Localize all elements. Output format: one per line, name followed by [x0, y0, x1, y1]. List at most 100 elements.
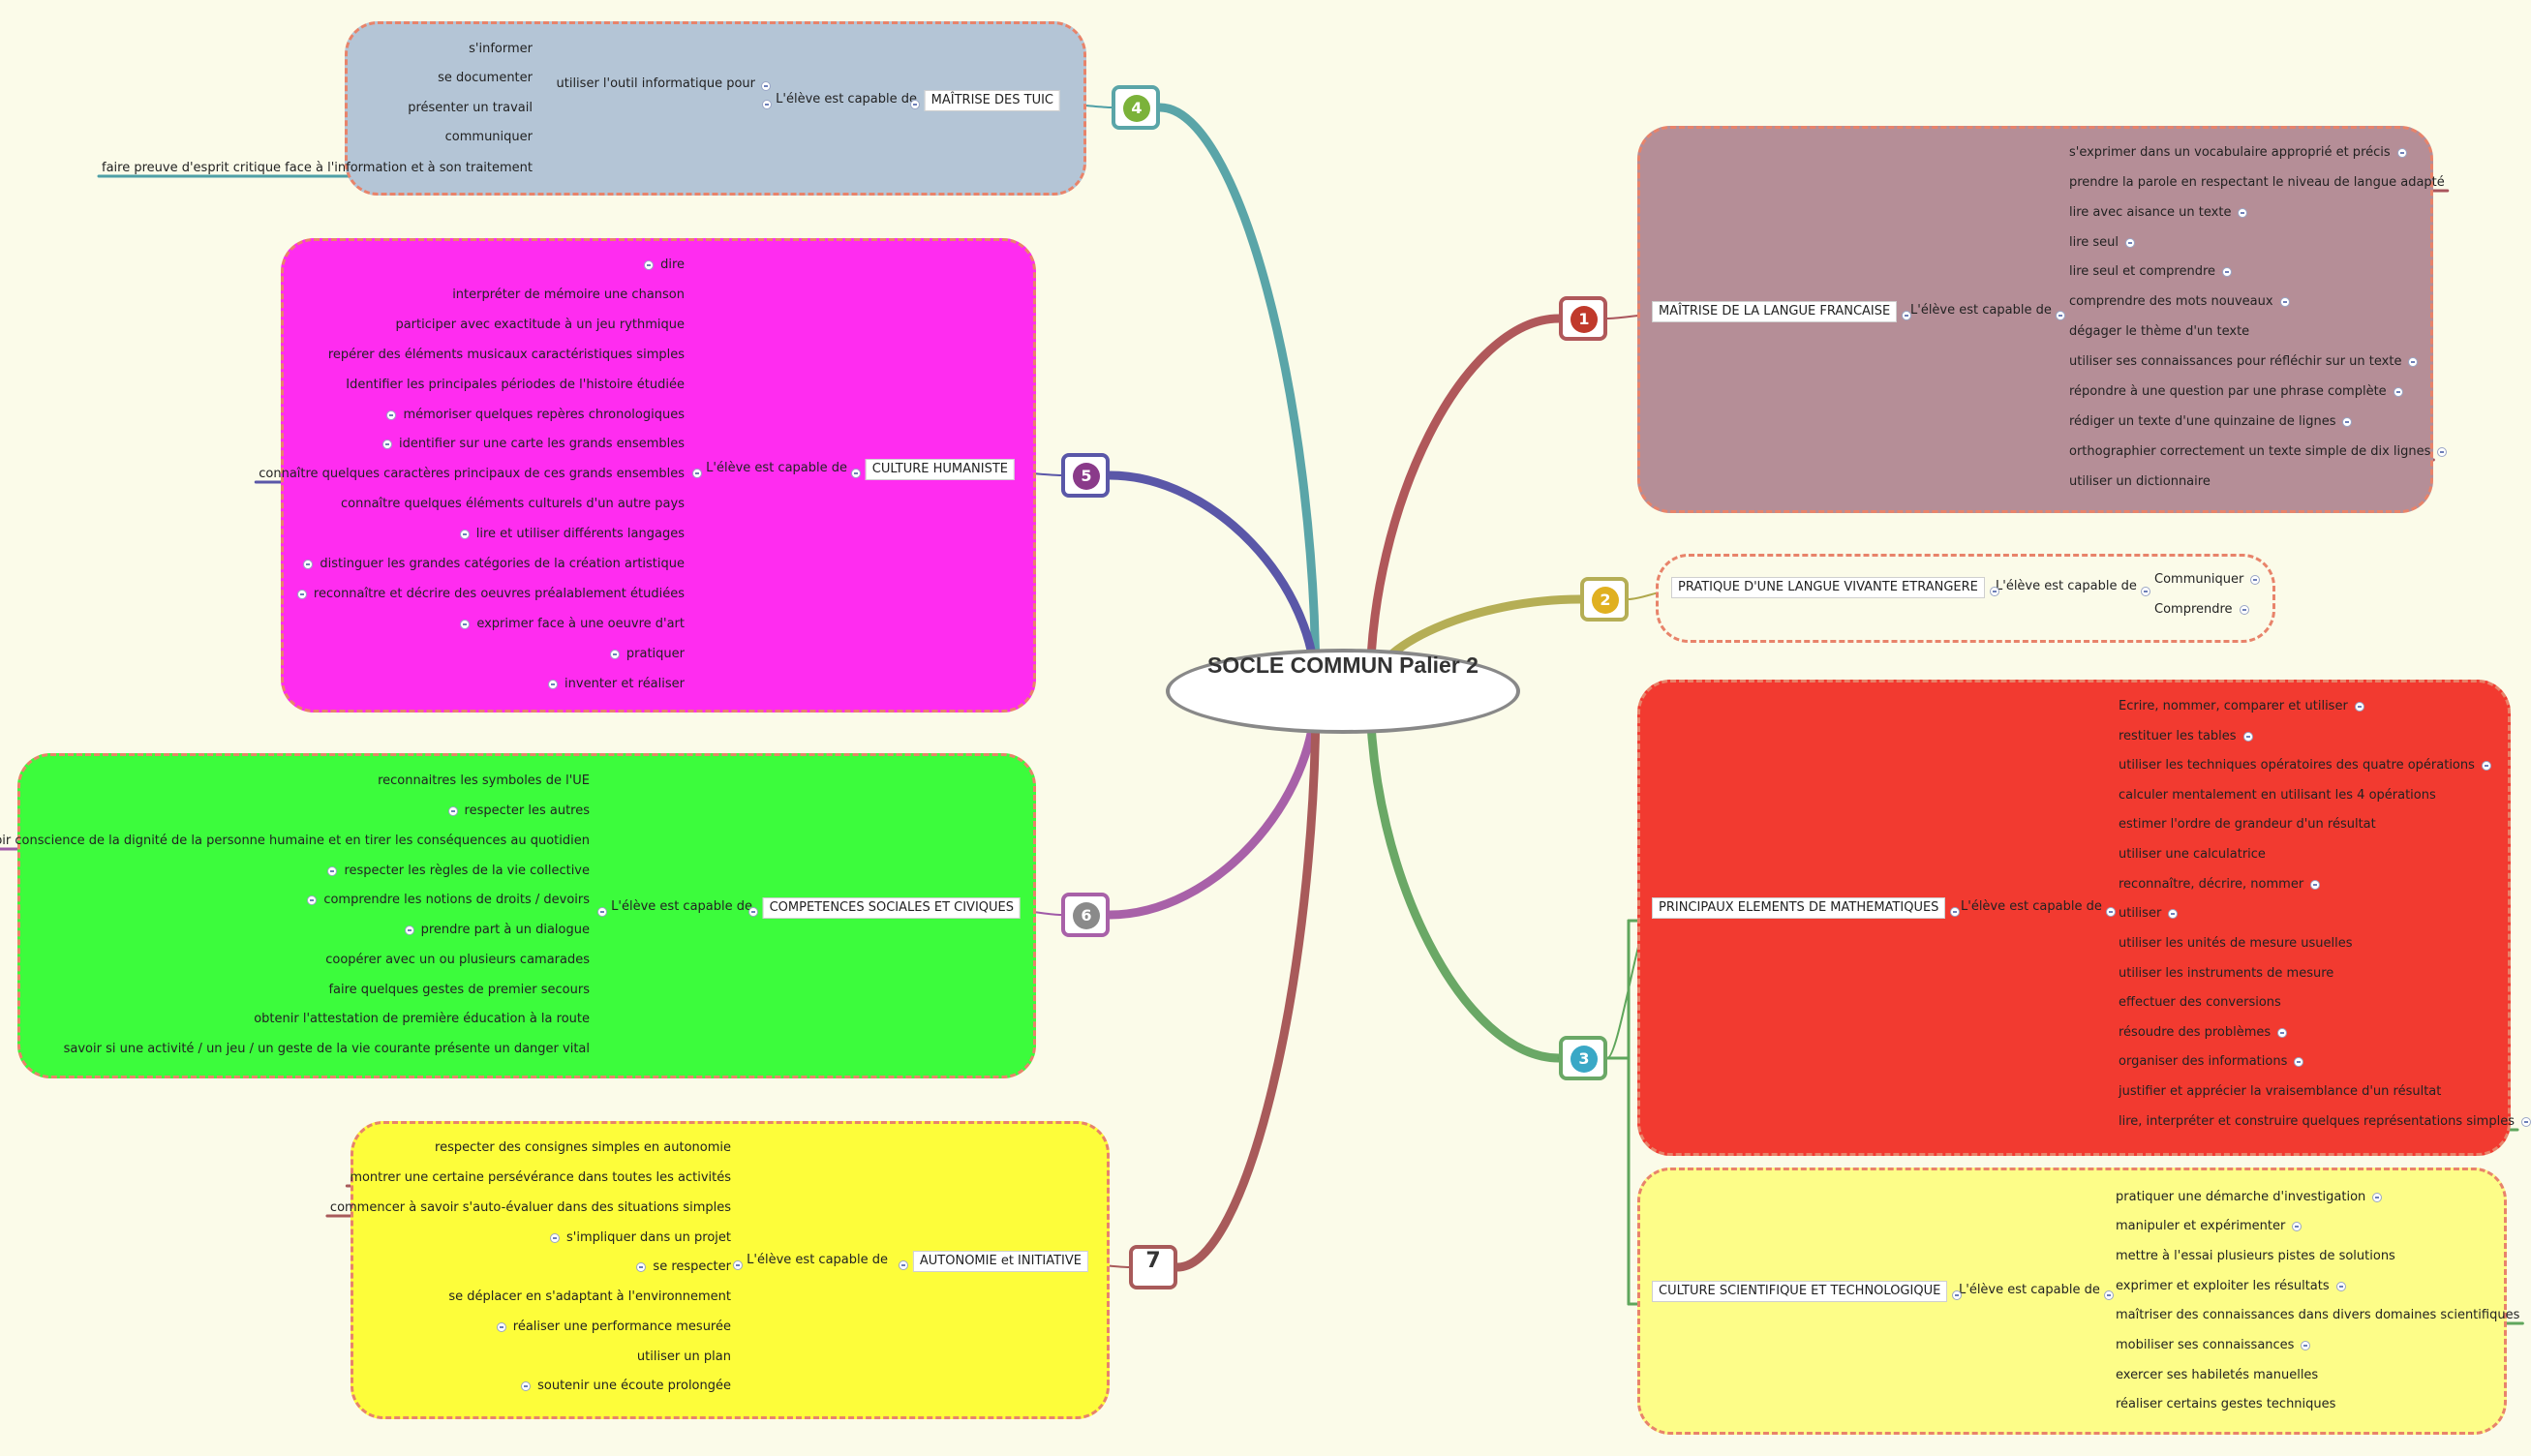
expand-marker[interactable]: [460, 620, 471, 629]
expand-marker[interactable]: [2335, 1282, 2346, 1291]
expand-marker[interactable]: [2125, 238, 2136, 248]
collapse-marker[interactable]: [2055, 311, 2065, 320]
collapse-marker[interactable]: [1902, 311, 1912, 320]
badge-civiques[interactable]: 6: [1061, 893, 1110, 937]
item-text[interactable]: mémoriser quelques repères chronologique…: [403, 408, 685, 422]
item-text[interactable]: dégager le thème d'un texte: [2069, 324, 2250, 339]
expand-marker[interactable]: [459, 530, 470, 539]
badge-langue[interactable]: 2: [1580, 577, 1629, 622]
expand-marker[interactable]: [2342, 417, 2353, 427]
sub-item-text[interactable]: communiquer: [444, 130, 533, 144]
collapse-marker[interactable]: [733, 1260, 744, 1270]
collapse-marker[interactable]: [850, 469, 861, 478]
collapse-marker[interactable]: [2140, 587, 2150, 596]
item-text[interactable]: identifier sur une carte les grands ense…: [398, 437, 685, 451]
item-text[interactable]: utiliser une calculatrice: [2119, 847, 2266, 862]
item-text[interactable]: prendre part à un dialogue: [420, 923, 590, 937]
collapse-marker[interactable]: [762, 100, 773, 109]
item-text[interactable]: respecter les autres: [464, 804, 590, 818]
expand-marker[interactable]: [381, 440, 392, 449]
item-text[interactable]: Comprendre: [2154, 602, 2233, 617]
item-text[interactable]: respecter les règles de la vie collectiv…: [344, 864, 590, 878]
item-text[interactable]: se déplacer en s'adaptant à l'environnem…: [448, 1289, 731, 1304]
expand-marker[interactable]: [2396, 148, 2407, 158]
badge-tuic[interactable]: 4: [1112, 85, 1160, 130]
expand-marker[interactable]: [2168, 909, 2179, 919]
expand-marker[interactable]: [2250, 575, 2261, 585]
expand-marker[interactable]: [2242, 732, 2253, 742]
item-text[interactable]: utiliser les techniques opératoires des …: [2119, 758, 2475, 773]
topic-label-langue[interactable]: PRATIQUE D'UNE LANGUE VIVANTE ETRANGERE: [1671, 577, 1985, 598]
item-text[interactable]: calculer mentalement en utilisant les 4 …: [2119, 788, 2436, 803]
expand-marker[interactable]: [2239, 605, 2249, 615]
item-text[interactable]: utiliser: [2119, 906, 2162, 921]
collapse-marker[interactable]: [597, 907, 608, 917]
topic-label-humaniste[interactable]: CULTURE HUMANISTE: [865, 459, 1015, 480]
sub-topic-label[interactable]: utiliser l'outil informatique pour: [556, 76, 756, 91]
badge-autonomie[interactable]: 7: [1129, 1245, 1177, 1289]
central-topic[interactable]: SOCLE COMMUN Palier 2: [1166, 649, 1520, 734]
item-text[interactable]: respecter des consignes simples en auton…: [435, 1140, 731, 1155]
expand-marker[interactable]: [548, 680, 559, 689]
item-text[interactable]: utiliser les instruments de mesure: [2119, 966, 2334, 981]
item-text[interactable]: soutenir une écoute prolongée: [537, 1379, 731, 1393]
item-text[interactable]: reconnaitres les symboles de l'UE: [378, 774, 590, 788]
item-text[interactable]: commencer à savoir s'auto-évaluer dans d…: [329, 1200, 731, 1215]
collapse-marker[interactable]: [1952, 1290, 1963, 1300]
badge-humaniste[interactable]: 5: [1061, 453, 1110, 498]
item-text[interactable]: réaliser certains gestes techniques: [2116, 1397, 2336, 1411]
expand-marker[interactable]: [2393, 387, 2403, 397]
expand-marker[interactable]: [2301, 1341, 2311, 1350]
collapse-marker[interactable]: [1989, 587, 1999, 596]
item-text[interactable]: lire, interpréter et construire quelques…: [2119, 1114, 2515, 1129]
expand-marker[interactable]: [2294, 1057, 2304, 1067]
item-text[interactable]: repérer des éléments musicaux caractéris…: [327, 348, 685, 362]
collapse-marker[interactable]: [747, 907, 758, 917]
item-text[interactable]: lire seul: [2069, 235, 2119, 250]
item-text[interactable]: justifier et apprécier la vraisemblance …: [2119, 1084, 2442, 1099]
item-text[interactable]: comprendre des mots nouveaux: [2069, 294, 2273, 309]
item-text[interactable]: reconnaître et décrire des oeuvres préal…: [313, 587, 685, 601]
item-text[interactable]: lire avec aisance un texte: [2069, 205, 2232, 220]
item-text[interactable]: mettre à l'essai plusieurs pistes de sol…: [2116, 1249, 2395, 1263]
item-text[interactable]: faire preuve d'esprit critique face à l'…: [102, 161, 533, 175]
item-text[interactable]: comprendre les notions de droits / devoi…: [323, 893, 590, 907]
expand-marker[interactable]: [296, 590, 307, 599]
collapse-marker[interactable]: [909, 100, 920, 109]
item-text[interactable]: exprimer et exploiter les résultats: [2116, 1279, 2330, 1293]
topic-label-francais[interactable]: MAÎTRISE DE LA LANGUE FRANCAISE: [1652, 301, 1898, 322]
expand-marker[interactable]: [2520, 1117, 2531, 1127]
item-text[interactable]: pratiquer une démarche d'investigation: [2116, 1190, 2366, 1204]
item-text[interactable]: connaître quelques éléments culturels d'…: [341, 497, 685, 511]
item-text[interactable]: Identifier les principales périodes de l…: [346, 378, 685, 392]
item-text[interactable]: s'exprimer dans un vocabulaire approprié…: [2069, 145, 2391, 160]
expand-marker[interactable]: [2481, 761, 2491, 771]
item-text[interactable]: utiliser ses connaissances pour réfléchi…: [2069, 354, 2402, 369]
item-text[interactable]: obtenir l'attestation de première éducat…: [254, 1012, 590, 1026]
sub-item-text[interactable]: se documenter: [438, 71, 533, 85]
item-text[interactable]: restituer les tables: [2119, 729, 2237, 743]
expand-marker[interactable]: [521, 1381, 532, 1391]
item-text[interactable]: organiser des informations: [2119, 1054, 2288, 1069]
item-text[interactable]: estimer l'ordre de grandeur d'un résulta…: [2119, 817, 2376, 832]
item-text[interactable]: réaliser une performance mesurée: [512, 1320, 731, 1334]
collapse-marker[interactable]: [761, 81, 771, 91]
item-text[interactable]: montrer une certaine persévérance dans t…: [350, 1170, 731, 1185]
expand-marker[interactable]: [2372, 1193, 2383, 1202]
item-text[interactable]: manipuler et expérimenter: [2116, 1219, 2286, 1233]
item-text[interactable]: savoir si une activité / un jeu / un ges…: [63, 1042, 590, 1056]
expand-marker[interactable]: [2292, 1222, 2302, 1231]
topic-label-sciences[interactable]: CULTURE SCIENTIFIQUE ET TECHNOLOGIQUE: [1652, 1281, 1948, 1302]
expand-marker[interactable]: [2310, 880, 2321, 890]
item-text[interactable]: se respecter: [653, 1259, 731, 1274]
expand-marker[interactable]: [2222, 267, 2233, 277]
expand-marker[interactable]: [636, 1262, 647, 1272]
item-text[interactable]: distinguer les grandes catégories de la …: [320, 557, 685, 571]
item-text[interactable]: Communiquer: [2154, 572, 2244, 587]
expand-marker[interactable]: [307, 895, 318, 905]
sub-item-text[interactable]: s'informer: [469, 42, 533, 56]
item-text[interactable]: Ecrire, nommer, comparer et utiliser: [2119, 699, 2348, 713]
badge-francais[interactable]: 1: [1559, 296, 1607, 341]
expand-marker[interactable]: [386, 410, 397, 420]
sub-item-text[interactable]: présenter un travail: [408, 101, 533, 115]
